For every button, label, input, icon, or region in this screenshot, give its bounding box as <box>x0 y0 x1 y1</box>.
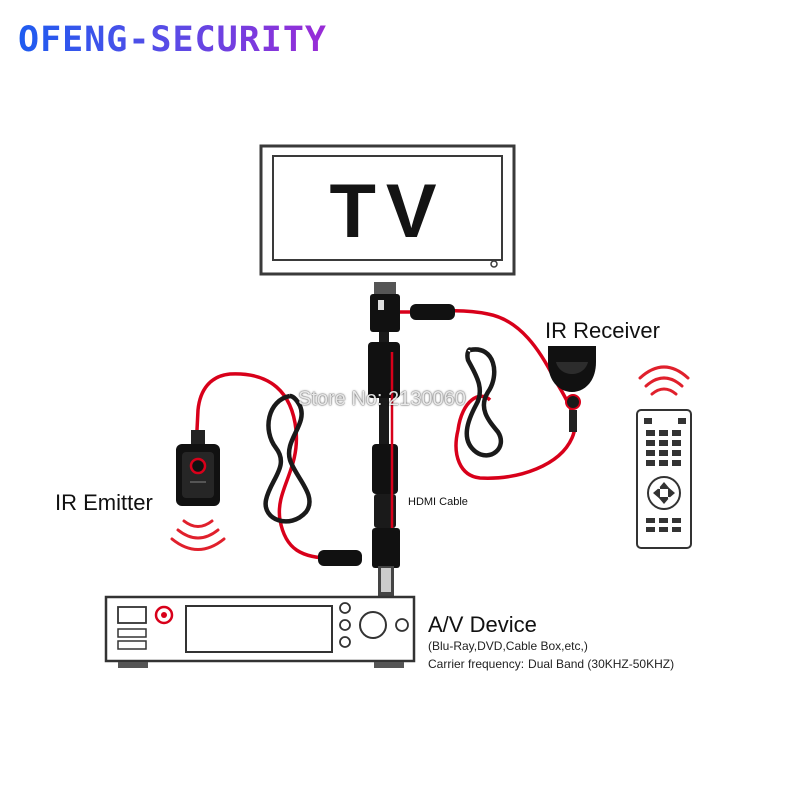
ir-receiver-device <box>548 346 596 432</box>
receiver-cable <box>400 308 577 480</box>
ir-emitter-device <box>176 430 220 506</box>
av-device <box>104 595 416 668</box>
tv-screen <box>259 144 516 276</box>
tv-label: TV <box>329 169 447 254</box>
emitter-signal-icon <box>170 519 226 551</box>
remote-signal-icon <box>638 365 690 396</box>
receiver-cable-plug <box>410 304 455 320</box>
store-watermark: Store No: 2130060 <box>298 388 466 410</box>
hdmi-bottom-plug <box>372 528 400 596</box>
carrier-frequency-value: Dual Band (30KHZ-50KHZ) <box>528 657 675 671</box>
av-device-subtitle: (Blu-Ray,DVD,Cable Box,etc,) <box>428 639 588 653</box>
brand-logo: OFENG-SECURITY <box>18 20 328 60</box>
ir-emitter-label: IR Emitter <box>55 490 153 515</box>
ir-receiver-label: IR Receiver <box>545 318 660 343</box>
receiver-black-coil <box>464 347 503 458</box>
carrier-frequency-label: Carrier frequency: <box>428 657 525 671</box>
hdmi-cable-label: HDMI Cable <box>408 496 468 508</box>
emitter-black-coil <box>263 393 312 524</box>
hdmi-cable <box>368 332 400 560</box>
hdmi-top-plug <box>370 282 400 332</box>
av-device-title: A/V Device <box>428 612 537 637</box>
carrier-frequency: Carrier frequency:Dual Band (30KHZ-50KHZ… <box>428 657 674 671</box>
emitter-cable-plug <box>318 550 362 566</box>
remote-control <box>636 409 692 549</box>
